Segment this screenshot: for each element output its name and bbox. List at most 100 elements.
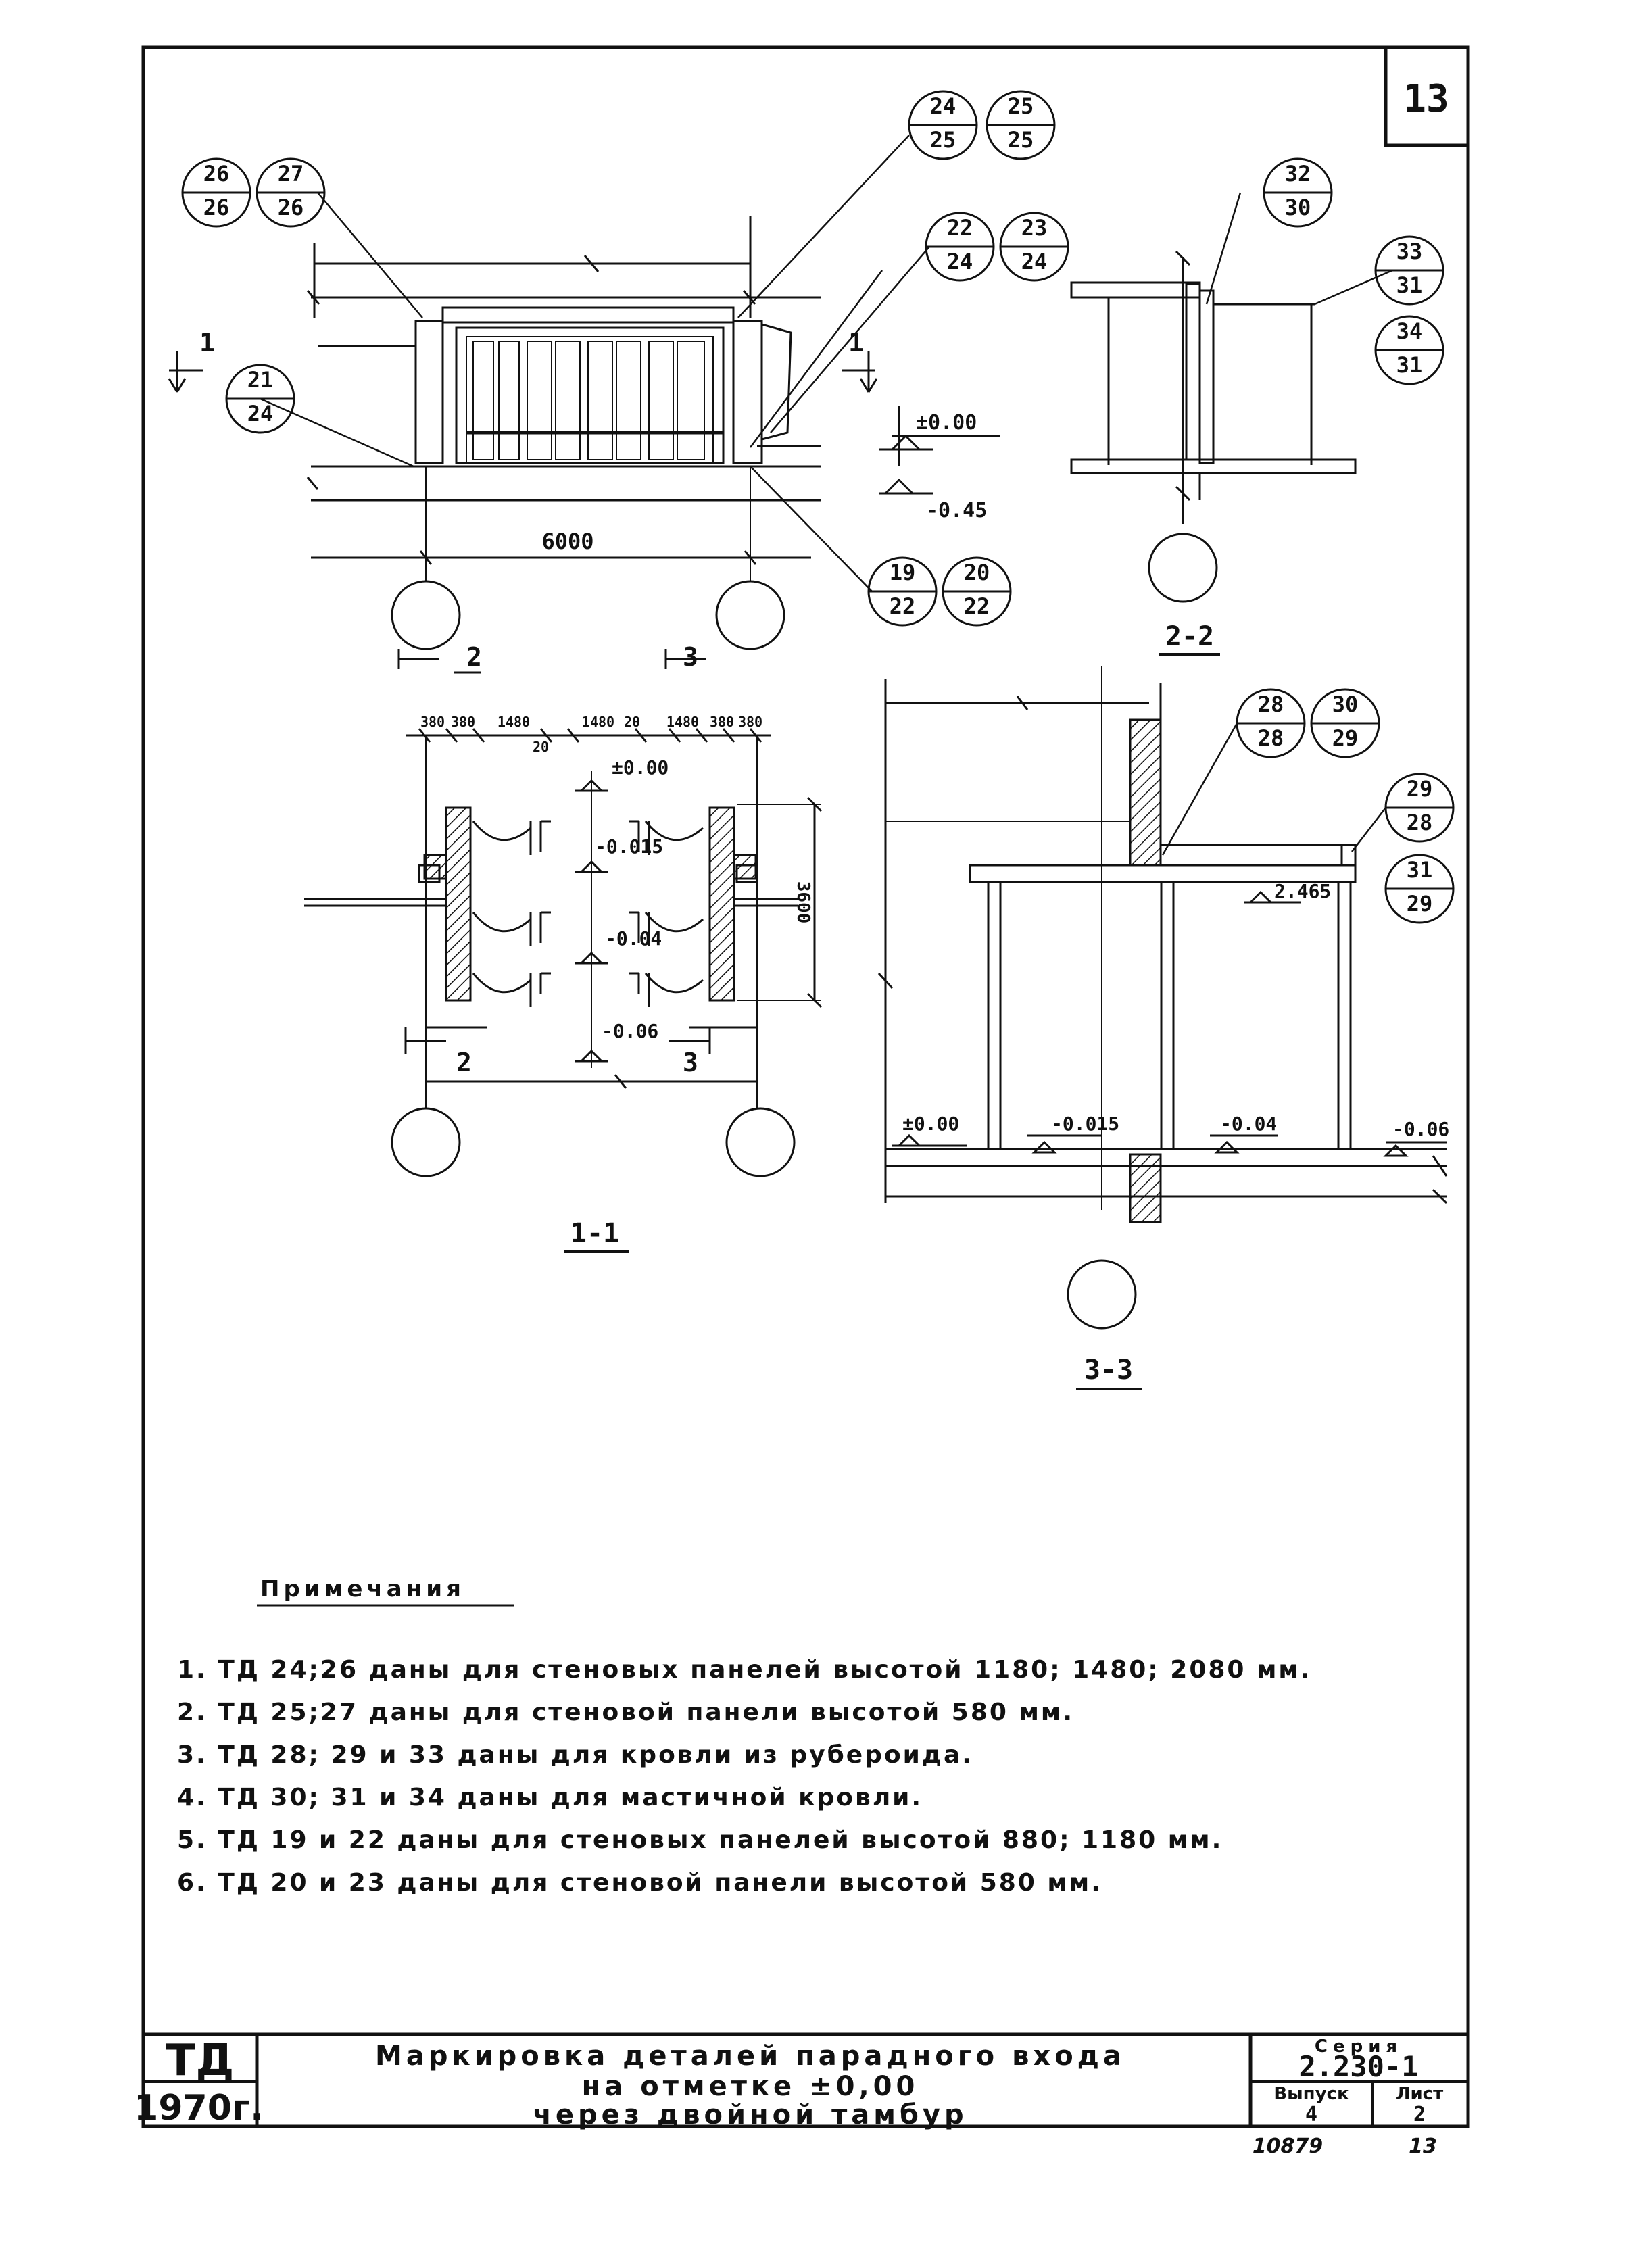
callout-number: 31 — [1407, 857, 1433, 883]
callout-33-31: 33 31 — [1374, 235, 1444, 306]
callout-number: 25 — [1008, 93, 1034, 119]
plan-level: ±0.00 — [612, 756, 669, 779]
dim-text: 380 — [738, 714, 762, 730]
callout-number: 23 — [1021, 215, 1048, 241]
sheet-border — [141, 45, 1470, 2128]
callout-sheet: 26 — [203, 195, 230, 220]
dim-text: 1480 — [666, 714, 699, 730]
note-item: 3. ТД 28; 29 и 33 даны для кровли из руб… — [177, 1741, 973, 1769]
callout-27-26: 27 26 — [256, 157, 326, 228]
callout-28-28: 28 28 — [1236, 688, 1306, 758]
callout-sheet: 31 — [1396, 352, 1423, 378]
axis-bubble — [391, 1107, 461, 1177]
callout-32-30: 32 30 — [1263, 157, 1333, 228]
note-item: 1. ТД 24;26 даны для стеновых панелей вы… — [177, 1656, 1312, 1684]
sheet-number: 13 — [1403, 77, 1449, 121]
callout-21-24: 21 24 — [225, 364, 295, 434]
callout-34-31: 34 31 — [1374, 315, 1444, 385]
callout-sheet: 25 — [930, 127, 956, 153]
plan-1-1: 2 3 380 380 1480 1480 20 1480 380 380 20 — [304, 642, 823, 1253]
axis-bubble — [725, 1107, 796, 1177]
callout-number: 28 — [1258, 691, 1284, 717]
dim-text: 1480 — [497, 714, 530, 730]
note-item: 2. ТД 25;27 даны для стеновой панели выс… — [177, 1699, 1074, 1726]
callout-number: 20 — [964, 560, 990, 585]
callout-sheet: 24 — [247, 401, 274, 426]
callout-sheet: 24 — [947, 249, 973, 274]
callout-number: 30 — [1332, 691, 1359, 717]
callout-sheet: 25 — [1008, 127, 1034, 153]
series-value: 2.230-1 — [1298, 2050, 1418, 2083]
callout-sheet: 30 — [1285, 195, 1311, 220]
section-2-2-title: 2-2 — [1165, 621, 1214, 652]
note-item: 5. ТД 19 и 22 даны для стеновых панелей … — [177, 1826, 1223, 1854]
callout-sheet: 28 — [1258, 725, 1284, 751]
title-line-2: на отметке ±0,00 — [582, 2071, 919, 2102]
dim-text: 380 — [420, 714, 445, 730]
note-item: 4. ТД 30; 31 и 34 даны для мастичной кро… — [177, 1784, 923, 1811]
elevation-width-dimension: 6000 — [541, 529, 593, 554]
roof-level: 2.465 — [1274, 880, 1331, 902]
note-item: 6. ТД 20 и 23 даны для стеновой панели в… — [177, 1869, 1102, 1897]
notes: Примечания 1. ТД 24;26 даны для стеновых… — [177, 1576, 1312, 1897]
level-zero: ±0.00 — [916, 411, 977, 435]
plan-level: -0.04 — [605, 927, 662, 950]
axis-bubble — [391, 580, 461, 650]
callout-number: 33 — [1396, 239, 1423, 264]
callout-number: 32 — [1285, 161, 1311, 187]
title-line-3: через двойной тамбур — [533, 2099, 967, 2130]
callout-19-22: 19 22 — [867, 556, 938, 627]
callout-number: 29 — [1407, 776, 1433, 802]
callout-24-25: 24 25 — [908, 90, 978, 160]
sheet-value: 2 — [1413, 2103, 1426, 2126]
plan-1-1-title: 1-1 — [570, 1218, 619, 1249]
sheet-number-box: 13 — [1384, 47, 1468, 147]
entrance-elevation: 6000 1 1 ±0.00 -0.45 — [168, 135, 1000, 650]
plan-level: -0.015 — [595, 835, 663, 858]
callout-number: 26 — [203, 161, 230, 187]
dim-text: 20 — [533, 739, 549, 755]
issue-value: 4 — [1305, 2103, 1317, 2126]
title-block-year: 1970г. — [134, 2088, 264, 2128]
callout-sheet: 28 — [1407, 810, 1433, 835]
title-block-code: ТД — [166, 2036, 235, 2086]
callout-sheet: 29 — [1332, 725, 1359, 751]
cut-mark-3-bottom: 3 — [683, 1048, 698, 1077]
axis-bubble — [1148, 533, 1218, 603]
callout-number: 24 — [930, 93, 956, 119]
title-block: ТД 1970г. Маркировка деталей парадного в… — [134, 2032, 1468, 2130]
axis-bubble — [1067, 1259, 1137, 1330]
series-label: Серия — [1315, 2036, 1403, 2057]
callout-22-24: 22 24 — [925, 212, 995, 282]
callout-sheet: 31 — [1396, 272, 1423, 298]
section-3-3: 2.465 ±0.00 -0.015 -0.04 -0.06 3-3 — [877, 666, 1449, 1390]
dim-text: 20 — [624, 714, 640, 730]
notes-heading: Примечания — [260, 1576, 465, 1603]
callout-sheet: 26 — [278, 195, 304, 220]
page-number: 13 — [1409, 2135, 1437, 2158]
plan-level: -0.06 — [602, 1020, 658, 1042]
callout-31-29: 31 29 — [1384, 854, 1455, 924]
section-3-3-title: 3-3 — [1084, 1355, 1133, 1386]
section-level: -0.04 — [1220, 1113, 1277, 1135]
dim-text: 1480 — [582, 714, 614, 730]
cut-mark-3-top: 3 — [683, 642, 698, 672]
callout-sheet: 22 — [964, 593, 990, 619]
cut-mark-2-top: 2 — [466, 642, 482, 672]
plan-side-dimension: 3600 — [793, 881, 813, 924]
callout-25-25: 25 25 — [986, 90, 1056, 160]
callout-26-26: 26 26 — [181, 157, 251, 228]
section-mark-1-right: 1 — [848, 328, 864, 358]
dim-text: 380 — [710, 714, 734, 730]
callout-number: 19 — [890, 560, 916, 585]
issue-label: Выпуск — [1273, 2084, 1349, 2104]
callout-23-24: 23 24 — [999, 212, 1069, 282]
section-level: -0.015 — [1051, 1113, 1119, 1135]
callout-29-28: 29 28 — [1384, 773, 1455, 843]
section-2-2: 2-2 — [1070, 192, 1393, 656]
sheet-label: Лист — [1396, 2084, 1443, 2104]
axis-bubble — [715, 580, 785, 650]
callout-number: 21 — [247, 367, 274, 393]
callout-sheet: 29 — [1407, 891, 1433, 917]
